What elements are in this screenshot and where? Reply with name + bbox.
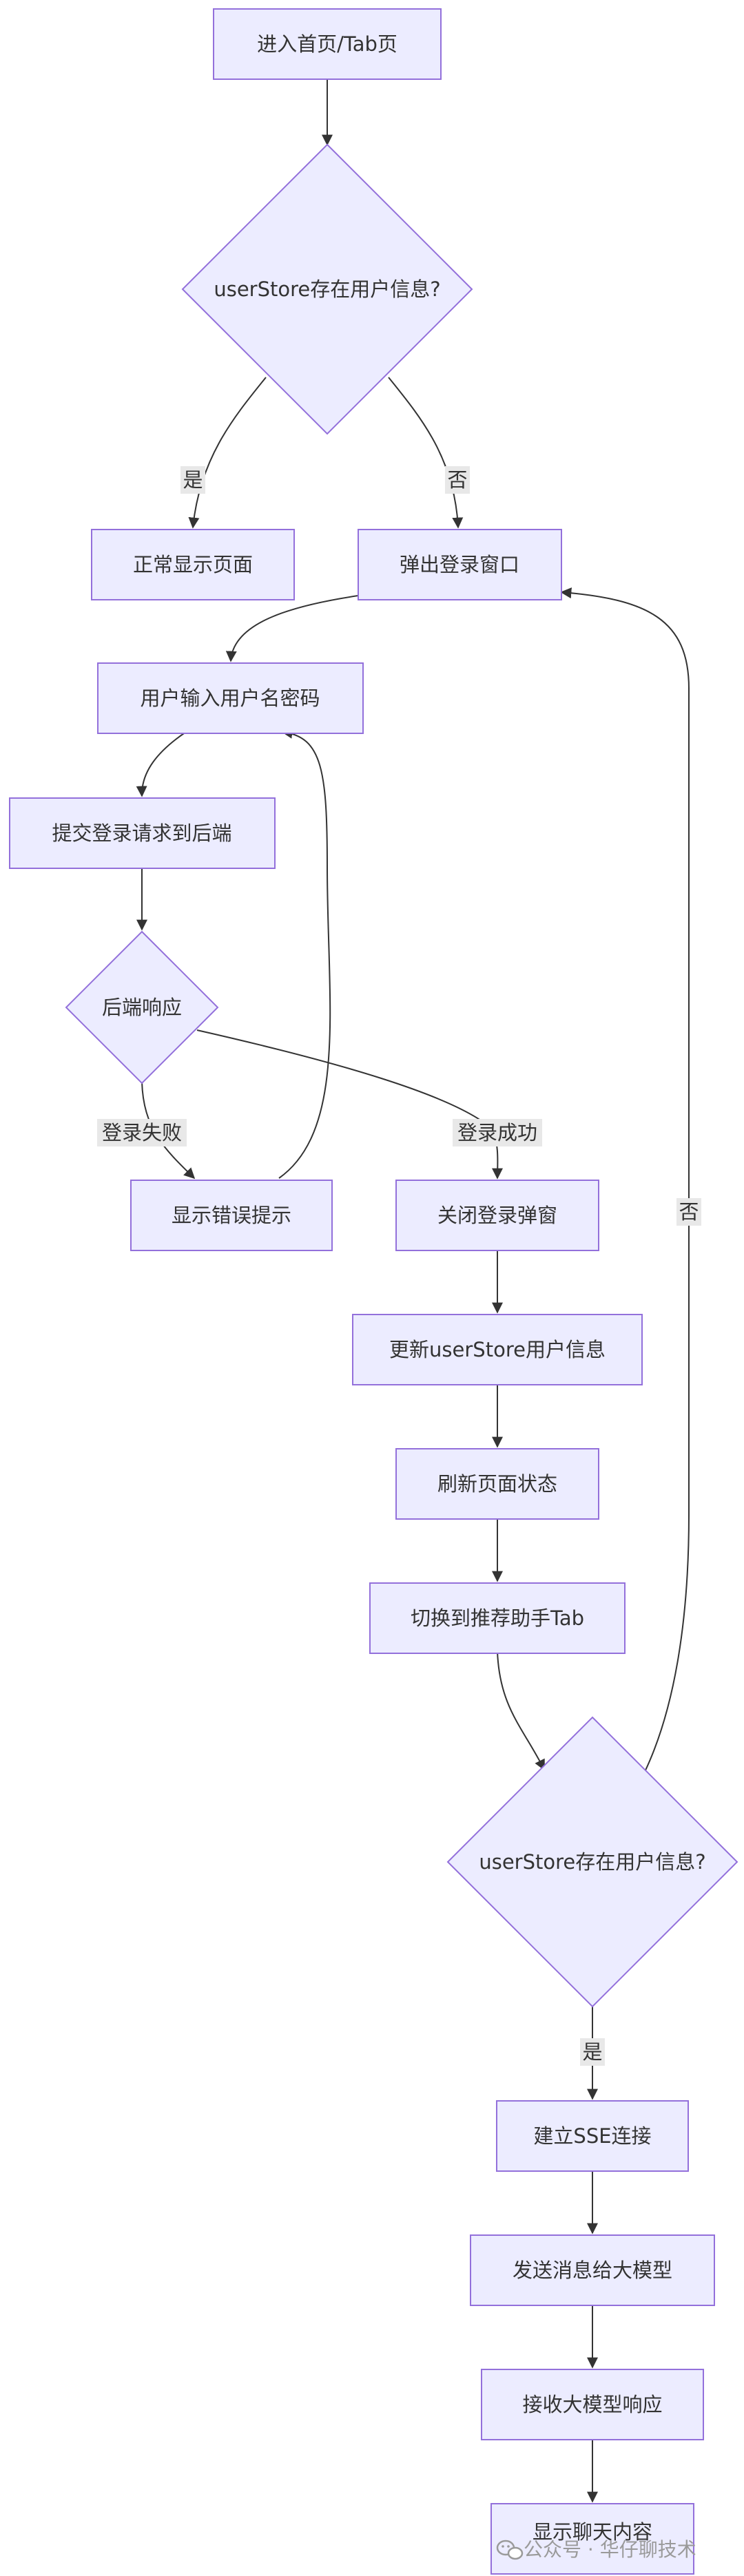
node-check1-decision: userStore存在用户信息? [181, 143, 473, 435]
node-check2-decision: userStore存在用户信息? [446, 1716, 738, 2008]
edge-label-yes2: 是 [580, 2038, 605, 2066]
node-normal: 正常显示页面 [91, 529, 295, 600]
node-submit: 提交登录请求到后端 [9, 797, 276, 869]
node-popup: 弹出登录窗口 [358, 529, 562, 600]
edge-label-no2: 否 [676, 1198, 701, 1226]
edge-check1-popup [388, 377, 464, 529]
edge-popup-input [225, 595, 359, 662]
edge-labels: 是 否 登录失败 登录成功 否 是 [97, 466, 701, 2066]
node-refresh: 刷新页面状态 [395, 1448, 599, 1520]
svg-text:否: 否 [679, 1200, 699, 1224]
edge-error-input [278, 727, 331, 1179]
node-switch: 切换到推荐助手Tab [369, 1582, 626, 1654]
svg-text:切换到推荐助手Tab: 切换到推荐助手Tab [411, 1606, 584, 1630]
edge-label-yes1: 是 [180, 466, 205, 494]
svg-text:显示聊天内容: 显示聊天内容 [533, 2520, 652, 2544]
node-sse: 建立SSE连接 [496, 2100, 689, 2172]
edge-switch-check2 [497, 1651, 545, 1771]
edge-check1-normal [188, 377, 267, 529]
svg-text:提交登录请求到后端: 提交登录请求到后端 [52, 821, 231, 845]
edges [136, 79, 690, 2503]
svg-text:用户输入用户名密码: 用户输入用户名密码 [140, 687, 320, 710]
svg-text:刷新页面状态: 刷新页面状态 [437, 1472, 557, 1496]
watermark-text: 公众号 · 华仔聊技术 [524, 2538, 696, 2561]
edge-response-close [196, 1029, 504, 1180]
svg-text:userStore存在用户信息?: userStore存在用户信息? [479, 1850, 705, 1874]
node-response-decision: 后端响应 [65, 930, 219, 1085]
svg-text:弹出登录窗口: 弹出登录窗口 [400, 553, 519, 576]
node-error: 显示错误提示 [130, 1180, 333, 1251]
edge-label-no1: 否 [445, 466, 470, 494]
svg-text:发送消息给大模型: 发送消息给大模型 [513, 2259, 672, 2282]
svg-text:建立SSE连接: 建立SSE连接 [533, 2124, 651, 2148]
svg-text:后端响应: 后端响应 [102, 996, 182, 1019]
edge-input-submit [136, 731, 187, 797]
svg-text:进入首页/Tab页: 进入首页/Tab页 [257, 32, 397, 56]
svg-text:更新userStore用户信息: 更新userStore用户信息 [389, 1338, 606, 1361]
node-send: 发送消息给大模型 [470, 2234, 715, 2306]
node-show: 显示聊天内容 [490, 2503, 694, 2575]
edge-label-fail: 登录失败 [97, 1119, 187, 1146]
svg-text:显示错误提示: 显示错误提示 [172, 1204, 291, 1227]
svg-text:是: 是 [582, 2040, 602, 2064]
edge-check2-popup [560, 587, 690, 1772]
watermark: 公众号 · 华仔聊技术 [496, 2538, 696, 2561]
svg-text:否: 否 [447, 468, 467, 492]
wechat-icon [496, 2540, 524, 2560]
edge-label-success: 登录成功 [453, 1119, 542, 1146]
svg-text:关闭登录弹窗: 关闭登录弹窗 [437, 1204, 557, 1227]
svg-text:正常显示页面: 正常显示页面 [133, 553, 253, 576]
node-update: 更新userStore用户信息 [352, 1314, 643, 1385]
node-receive: 接收大模型响应 [481, 2369, 704, 2440]
svg-text:登录成功: 登录成功 [457, 1121, 537, 1144]
svg-text:userStore存在用户信息?: userStore存在用户信息? [214, 278, 440, 301]
svg-text:接收大模型响应: 接收大模型响应 [522, 2393, 662, 2416]
svg-text:是: 是 [183, 468, 203, 492]
node-close: 关闭登录弹窗 [395, 1180, 599, 1251]
svg-text:登录失败: 登录失败 [102, 1121, 182, 1144]
node-input: 用户输入用户名密码 [97, 662, 364, 734]
node-enter: 进入首页/Tab页 [213, 8, 442, 80]
